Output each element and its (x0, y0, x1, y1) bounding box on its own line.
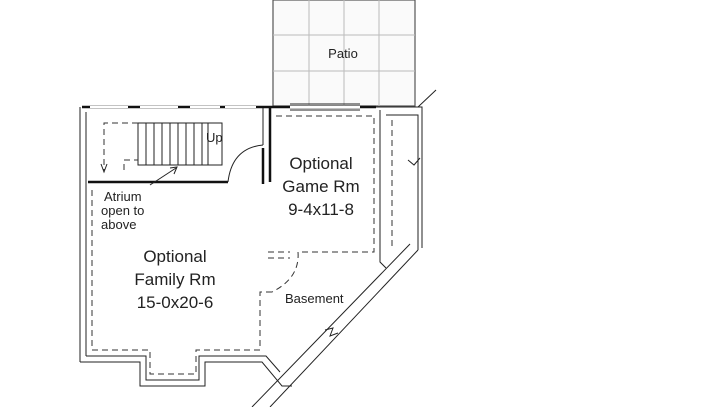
svg-text:Atrium: Atrium (104, 189, 142, 204)
basement-label: Basement (285, 291, 344, 306)
game-room-label: Optional Game Rm 9-4x11-8 (282, 154, 359, 219)
svg-text:9-4x11-8: 9-4x11-8 (288, 200, 354, 219)
atrium-label: Atrium open to above (101, 189, 144, 232)
svg-text:open to: open to (101, 203, 144, 218)
svg-text:above: above (101, 217, 136, 232)
patio-label: Patio (328, 46, 358, 61)
exterior-walls (79, 89, 437, 407)
stairs: Up (100, 122, 223, 186)
svg-text:Family Rm: Family Rm (134, 270, 215, 289)
interior-walls (88, 108, 272, 184)
stairs-up-label: Up (206, 130, 223, 145)
family-room-label: Optional Family Rm 15-0x20-6 (134, 247, 215, 312)
svg-text:Optional: Optional (143, 247, 206, 266)
svg-text:Optional: Optional (289, 154, 352, 173)
svg-text:15-0x20-6: 15-0x20-6 (137, 293, 214, 312)
patio: Patio (272, 0, 416, 107)
svg-text:Game Rm: Game Rm (282, 177, 359, 196)
room-outlines (91, 115, 393, 375)
